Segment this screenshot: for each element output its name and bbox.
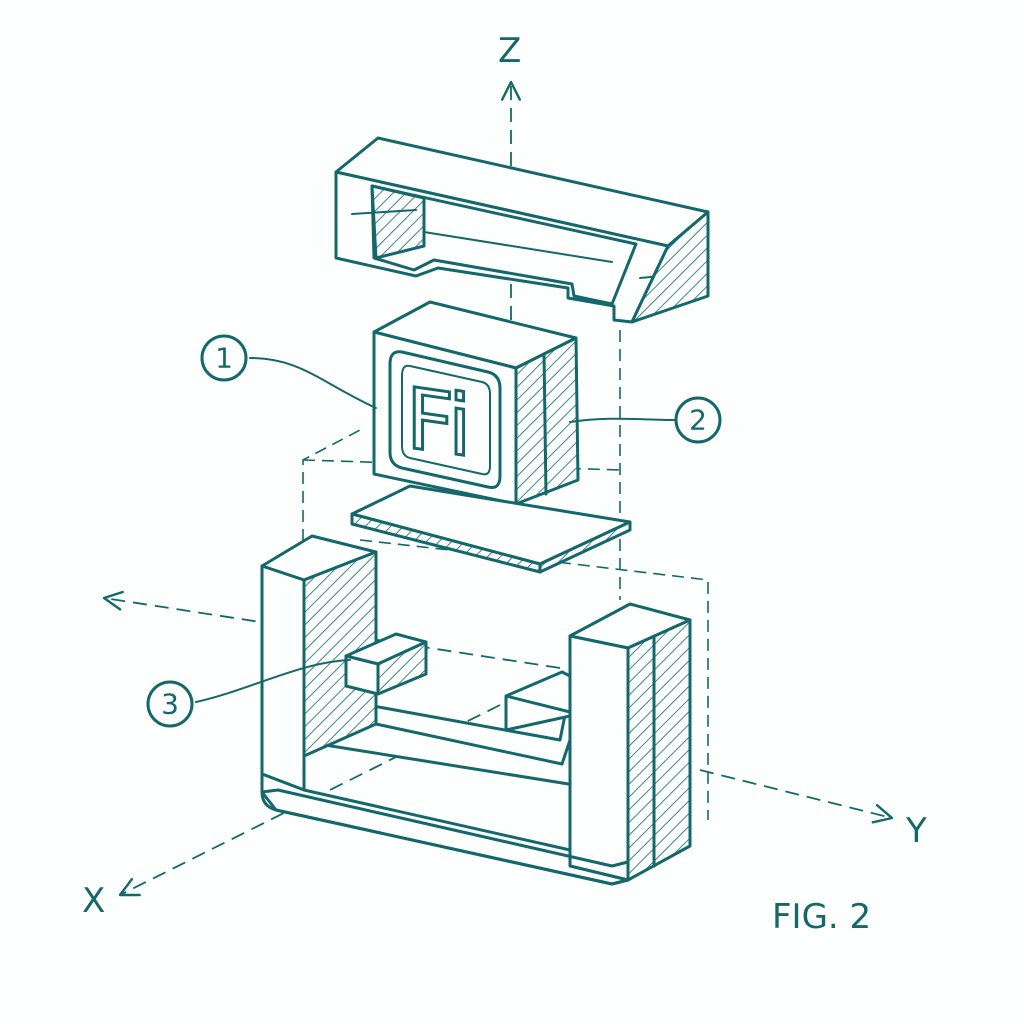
y-axis-line [699, 769, 894, 824]
callout-3: 3 [146, 659, 351, 728]
callout-1-label: 1 [215, 342, 233, 375]
z-axis-label: Z [498, 31, 521, 71]
x-axis-label: X [82, 881, 105, 921]
block-logo-text: Fi [406, 369, 472, 476]
base-u-frame-part [260, 534, 692, 886]
top-frame-part [334, 136, 710, 324]
figure-label: FIG. 2 [772, 897, 871, 937]
callout-2: 2 [569, 396, 722, 444]
callout-3-label: 3 [161, 688, 179, 721]
callout-1: 1 [200, 334, 377, 409]
callout-2-label: 2 [689, 404, 707, 437]
plate-part [350, 484, 632, 574]
block-logo-frame [388, 350, 502, 489]
cube-block-part: Fi [372, 300, 580, 506]
y-axis-label: Y [905, 811, 927, 851]
